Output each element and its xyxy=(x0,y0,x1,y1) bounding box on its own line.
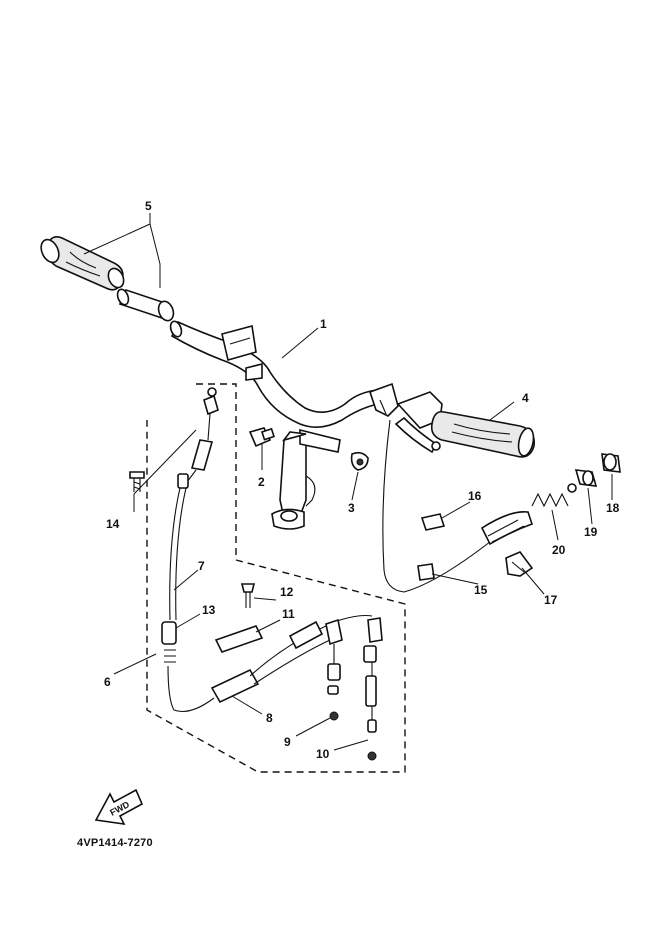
callout-3: 3 xyxy=(348,501,355,515)
callout-20: 20 xyxy=(552,543,566,557)
cable-junction-assembly xyxy=(210,583,383,761)
callout-10: 10 xyxy=(316,747,330,761)
nut-part-3 xyxy=(350,451,369,471)
callout-8: 8 xyxy=(266,711,273,725)
fwd-arrow-icon: FWD xyxy=(94,788,144,826)
left-cable-assembly xyxy=(129,387,219,713)
dashed-group-upper xyxy=(146,383,406,773)
callout-6: 6 xyxy=(104,675,111,689)
callout-16: 16 xyxy=(468,489,482,503)
right-cable-assembly xyxy=(382,419,621,593)
callout-11: 11 xyxy=(282,607,295,621)
callout-7: 7 xyxy=(198,559,205,573)
callout-1: 1 xyxy=(320,317,327,331)
callout-15: 15 xyxy=(474,583,488,597)
callout-2: 2 xyxy=(258,475,265,489)
handlebar xyxy=(169,320,399,530)
leader-lines xyxy=(83,213,613,751)
bolt-part-2 xyxy=(248,427,275,448)
right-grip-assembly xyxy=(394,391,536,458)
callout-18: 18 xyxy=(606,501,620,515)
callout-4: 4 xyxy=(522,391,529,405)
callout-13: 13 xyxy=(202,603,216,617)
callout-17: 17 xyxy=(544,593,558,607)
left-grip-assembly xyxy=(40,236,175,322)
callout-12: 12 xyxy=(280,585,294,599)
callout-numbers: 5 1 4 2 3 16 14 18 19 20 7 15 12 17 13 1… xyxy=(104,199,620,761)
callout-5: 5 xyxy=(145,199,152,213)
diagram-reference-code: 4VP1414-7270 xyxy=(77,837,153,849)
callout-14: 14 xyxy=(106,517,120,531)
callout-9: 9 xyxy=(284,735,291,749)
callout-19: 19 xyxy=(584,525,598,539)
